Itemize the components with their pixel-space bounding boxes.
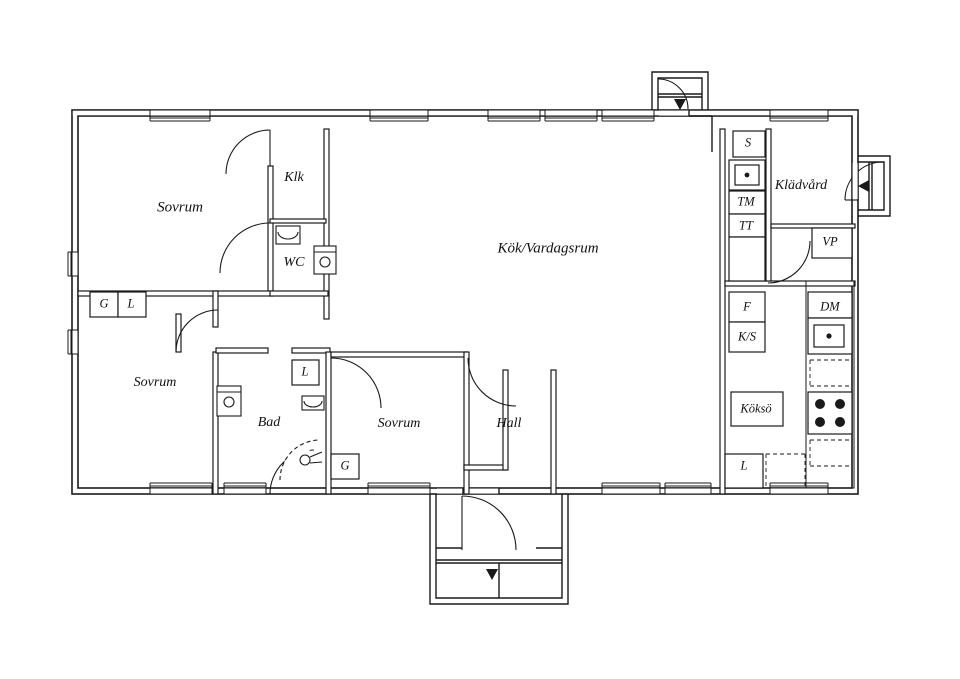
window-top-4: [544, 109, 598, 122]
window-bottom-3: [367, 482, 431, 495]
windows-bottom: [149, 482, 829, 495]
window-top-5: [601, 109, 655, 122]
entry-opening-right: [852, 163, 858, 199]
wall-fill: [72, 110, 858, 116]
window-bottom-4: [601, 482, 661, 495]
window-top-3: [487, 109, 541, 122]
counter-dashed: [765, 359, 853, 489]
entry-vestibule-right: [858, 155, 891, 217]
windows-top: [149, 109, 829, 122]
entry-door-swing-top: [657, 78, 689, 110]
misc-details: [330, 454, 726, 488]
entry-vestibule-top: [651, 71, 709, 110]
utility-fixtures: [728, 130, 853, 435]
interior-walls: [77, 128, 856, 495]
wall-cabinets-right: [805, 280, 855, 489]
windows-left: [67, 251, 79, 355]
window-top-1: [149, 109, 211, 122]
entry-door-swing-right: [844, 161, 884, 201]
window-top-2: [369, 109, 429, 122]
entry-vestibule-bottom: [429, 494, 569, 605]
entry-opening-top: [659, 110, 689, 116]
entry-jamb-bottom: [462, 488, 500, 494]
window-top-6: [769, 109, 829, 122]
window-bottom-5: [664, 482, 712, 495]
window-left-2: [67, 329, 79, 355]
window-bottom-6: [769, 482, 829, 495]
fixture-boxes: [89, 291, 784, 489]
stove-burners: [815, 399, 845, 427]
entry-door-swing-bottom: [461, 495, 517, 551]
entry-arrow-right: [858, 180, 869, 192]
entry-arrow-bottom: [486, 569, 498, 580]
window-bottom-2: [223, 482, 267, 495]
window-left-1: [67, 251, 79, 277]
wc-fixtures: [275, 225, 337, 275]
bad-fixtures: [216, 385, 325, 481]
window-bottom-1: [149, 482, 213, 495]
entry-arrow-top: [674, 99, 686, 110]
entry-jamb-top: [688, 110, 713, 152]
